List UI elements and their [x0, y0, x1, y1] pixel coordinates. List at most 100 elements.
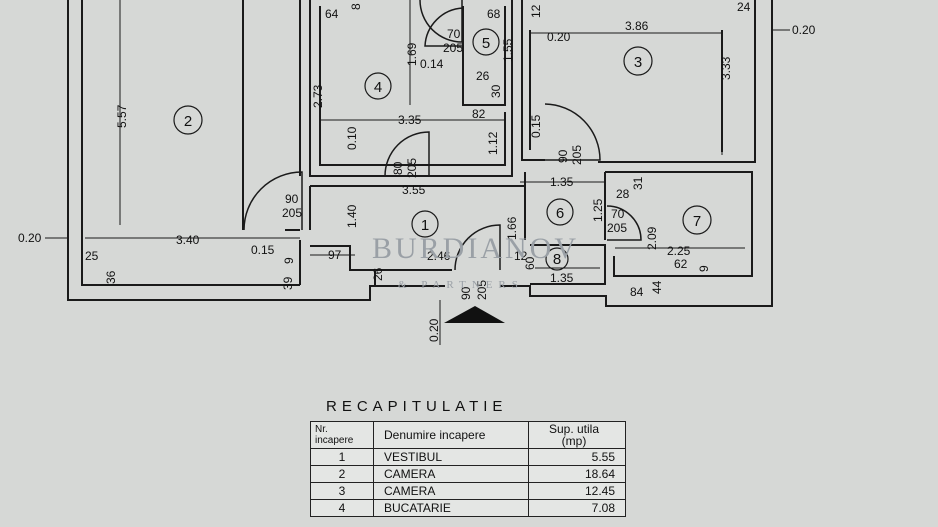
- room-label-1: 1: [421, 217, 429, 234]
- recap-table: Nr. incapere Denumire incapere Sup. util…: [310, 421, 626, 517]
- dim-label: 70: [447, 27, 461, 41]
- cell-nr: 2: [310, 465, 374, 483]
- cell-area: 18.64: [528, 465, 626, 483]
- dim-label: 5.57: [115, 104, 129, 128]
- dim-label: 90: [459, 286, 473, 300]
- header-nr: Nr. incapere: [310, 421, 374, 449]
- header-nr-line2: incapere: [315, 435, 354, 446]
- door-swing-room3: [544, 103, 601, 161]
- door-swing-room7: [606, 205, 642, 241]
- dim-label: 8: [349, 3, 363, 10]
- dim-label: 205: [475, 280, 489, 300]
- dim-label: 80: [391, 161, 405, 175]
- dim-label: 1.55: [501, 38, 515, 62]
- dim-label: 25: [85, 249, 99, 263]
- cell-nr: 4: [310, 499, 374, 517]
- dim-label: 97: [328, 248, 342, 262]
- dim-label: 9: [282, 257, 296, 264]
- dim-label: 0.10: [345, 126, 359, 150]
- room-label-4: 4: [374, 79, 382, 96]
- dim-label: 3.33: [719, 56, 733, 80]
- dim-label: 70: [611, 207, 625, 221]
- dim-label: 62: [674, 257, 688, 271]
- dim-label: 3.35: [398, 113, 422, 127]
- dim-label: 82: [472, 107, 486, 121]
- dim-label: 0.20: [427, 318, 441, 342]
- wall-room4-inner: [319, 6, 506, 166]
- room-label-5: 5: [482, 35, 490, 52]
- cell-name: CAMERA: [373, 482, 529, 500]
- door-swing-hall5: [424, 7, 464, 47]
- door-swing-entrance: [454, 224, 501, 271]
- dim-label: 205: [282, 206, 302, 220]
- entrance-arrow-icon: [444, 306, 505, 323]
- room-label-3: 3: [634, 54, 642, 71]
- header-area-line1: Sup. utila: [548, 422, 600, 436]
- dim-label: 26: [476, 69, 490, 83]
- dim-label: 3.55: [402, 183, 426, 197]
- cell-area: 12.45: [528, 482, 626, 500]
- cell-name: CAMERA: [373, 465, 529, 483]
- dim-label: 0.20: [547, 30, 571, 44]
- wall-room3: [521, 0, 756, 163]
- dim-label: 44: [650, 280, 664, 294]
- room-label-2: 2: [184, 113, 192, 130]
- room-label-7: 7: [693, 213, 701, 230]
- dim-label: 26: [371, 267, 385, 281]
- dim-label: 205: [570, 145, 584, 165]
- dim-label: 0.15: [529, 114, 543, 138]
- dim-label: 90: [556, 149, 570, 163]
- dim-label: 39: [281, 276, 295, 290]
- table-row: 1 VESTIBUL 5.55: [310, 448, 626, 466]
- header-name: Denumire incapere: [373, 421, 529, 449]
- dim-label: 9: [697, 265, 711, 272]
- cell-name: VESTIBUL: [373, 448, 529, 466]
- cell-area: 7.08: [528, 499, 626, 517]
- cell-nr: 1: [310, 448, 374, 466]
- dim-label: 90: [285, 192, 299, 206]
- dim-label: 205: [405, 158, 419, 178]
- header-nr-line1: Nr.: [315, 424, 328, 435]
- dim-label: 0.14: [420, 57, 444, 71]
- dim-label: 31: [631, 176, 645, 190]
- table-row: 2 CAMERA 18.64: [310, 465, 626, 483]
- dim-label: 0.15: [251, 243, 275, 257]
- dim-label: 60: [523, 256, 537, 270]
- dim-label: 0.20: [18, 231, 42, 245]
- dim-label: 1.40: [345, 204, 359, 228]
- dim-label: 1.35: [550, 175, 574, 189]
- dim-label: 12: [514, 249, 528, 263]
- recap-title: RECAPITULATIE: [326, 398, 508, 415]
- dim-label: 36: [104, 270, 118, 284]
- dim-label: 28: [616, 187, 630, 201]
- table-row: 3 CAMERA 12.45: [310, 482, 626, 500]
- wall-bottom-inner: [299, 240, 452, 285]
- dim-label: 2.46: [427, 249, 451, 263]
- dim-label: 0.20: [792, 23, 816, 37]
- wall-room3-inner: [529, 30, 723, 152]
- outer-wall: [67, 0, 773, 307]
- cell-area: 5.55: [528, 448, 626, 466]
- dim-label: 3.86: [625, 19, 649, 33]
- inner-wall-left: [81, 0, 300, 286]
- cell-nr: 3: [310, 482, 374, 500]
- dim-label: 205: [607, 221, 627, 235]
- dim-label: 2.09: [645, 226, 659, 250]
- dim-label: 1.12: [486, 131, 500, 155]
- wall-room7: [604, 171, 753, 277]
- room-label-8: 8: [553, 251, 561, 268]
- header-area: Sup. utila (mp): [528, 421, 626, 449]
- dim-label: 205: [443, 41, 463, 55]
- dim-label: 1.69: [405, 42, 419, 66]
- dim-label: 68: [487, 7, 501, 21]
- table-row: 4 BUCATARIE 7.08: [310, 499, 626, 517]
- wall-room5: [462, 6, 506, 106]
- wall-room8: [530, 244, 606, 285]
- dim-label: 2.73: [311, 84, 325, 108]
- door-swing-room5: [419, 0, 463, 43]
- header-area-line2: (mp): [561, 434, 587, 448]
- dim-label: 2.25: [667, 244, 691, 258]
- dim-label: 3.40: [176, 233, 200, 247]
- table-header-row: Nr. incapere Denumire incapere Sup. util…: [310, 421, 626, 449]
